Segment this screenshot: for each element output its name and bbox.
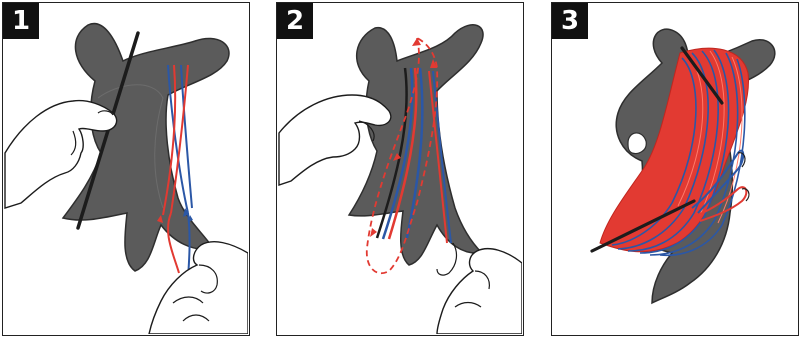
step-2-panel: 2 [276, 2, 524, 336]
wound-lines-on-winder-icon [552, 3, 797, 334]
lines-figure-eight-wrap-icon [277, 3, 522, 334]
step-number-badge: 1 [3, 3, 39, 39]
step-number-badge: 2 [277, 3, 313, 39]
hands-holding-winder-and-lines-icon [3, 3, 248, 334]
step-number-badge: 3 [552, 3, 588, 39]
step-1-panel: 1 [2, 2, 250, 336]
step-3-panel: 3 [551, 2, 799, 336]
